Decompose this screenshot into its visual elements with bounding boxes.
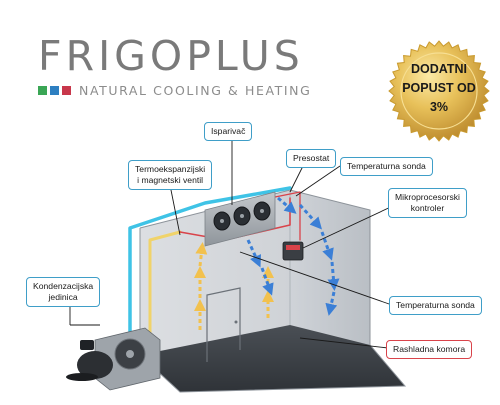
discount-badge-text: DODATNI POPUST OD 3% — [388, 60, 490, 117]
pipe-cyan — [128, 186, 292, 362]
fan-hub-3 — [260, 209, 264, 213]
leader-termoeksp — [169, 184, 181, 236]
tagline-square-blue — [50, 86, 59, 95]
cold-air-arrow-5 — [327, 261, 340, 291]
label-kondenz-1: Kondenzacijska — [33, 281, 94, 291]
label-rashladna: Rashladna komora — [393, 344, 466, 354]
label-isparivac: Isparivač — [211, 126, 246, 136]
callout-isparivac: Isparivač — [204, 122, 253, 141]
controller-icon — [282, 241, 304, 261]
callout-leaders — [69, 135, 396, 349]
tagline-square-green — [38, 86, 47, 95]
fan-hub-2 — [240, 214, 244, 218]
cold-air-arrow-6 — [325, 291, 338, 316]
callout-temp-sonda-mid: Temperaturna sonda — [389, 296, 482, 315]
callout-rashladna: Rashladna komora — [386, 340, 473, 359]
door-icon — [206, 287, 241, 362]
room-floor — [140, 325, 405, 392]
leader-temp-sonda-top — [295, 165, 341, 197]
room-right-wall — [290, 190, 370, 345]
warm-air-arrow-3 — [195, 242, 208, 267]
fan-hub-1 — [220, 219, 224, 223]
cold-room — [139, 189, 407, 393]
pipe-yellow — [148, 230, 182, 362]
leader-rashladna — [299, 337, 389, 349]
tagline-text: NATURAL COOLING & HEATING — [79, 83, 312, 98]
evaporator-fan-icon — [204, 191, 276, 247]
badge-line-2: POPUST OD — [402, 81, 476, 95]
callout-termoeksp: Termoekspanzijski i magnetski ventil — [128, 160, 213, 190]
brand-tagline: NATURAL COOLING & HEATING — [38, 83, 311, 98]
cold-air-arrow-3 — [298, 203, 323, 230]
label-mikro-1: Mikroprocesorski — [395, 192, 460, 202]
label-temp-sonda-mid: Temperaturna sonda — [396, 300, 475, 310]
leader-temp-sonda-mid — [239, 251, 393, 306]
callout-mikro: Mikroprocesorski kontroler — [388, 188, 467, 218]
label-temp-sonda-top: Temperaturna sonda — [347, 161, 426, 171]
badge-line-1: DODATNI — [410, 62, 467, 76]
badge-seal-icon — [388, 40, 490, 142]
cold-air-arrow-7 — [277, 196, 297, 214]
label-kondenz-2: jedinica — [48, 292, 78, 302]
brand-logo: FRIGOPLUS — [38, 32, 304, 80]
label-termoeksp-1: Termoekspanzijski — [135, 164, 206, 174]
label-termoeksp-2: i magnetski ventil — [137, 175, 204, 185]
callout-temp-sonda-top: Temperaturna sonda — [340, 157, 433, 176]
label-mikro-2: kontroler — [410, 203, 445, 213]
door-handle — [234, 320, 238, 324]
compressor-unit-icon — [66, 327, 161, 391]
airflow-arrows — [194, 196, 340, 330]
pipe-red-2 — [269, 191, 301, 241]
badge-inner-ring — [400, 52, 478, 130]
tagline-square-red — [62, 86, 71, 95]
callout-kondenz: Kondenzacijska jedinica — [26, 277, 101, 307]
cold-air-arrow-2 — [260, 267, 274, 296]
leader-mikro — [302, 204, 396, 249]
label-presostat: Presostat — [293, 153, 330, 163]
badge-line-3: 3% — [429, 100, 449, 114]
badge-outer — [388, 40, 490, 142]
callout-presostat: Presostat — [286, 149, 337, 168]
